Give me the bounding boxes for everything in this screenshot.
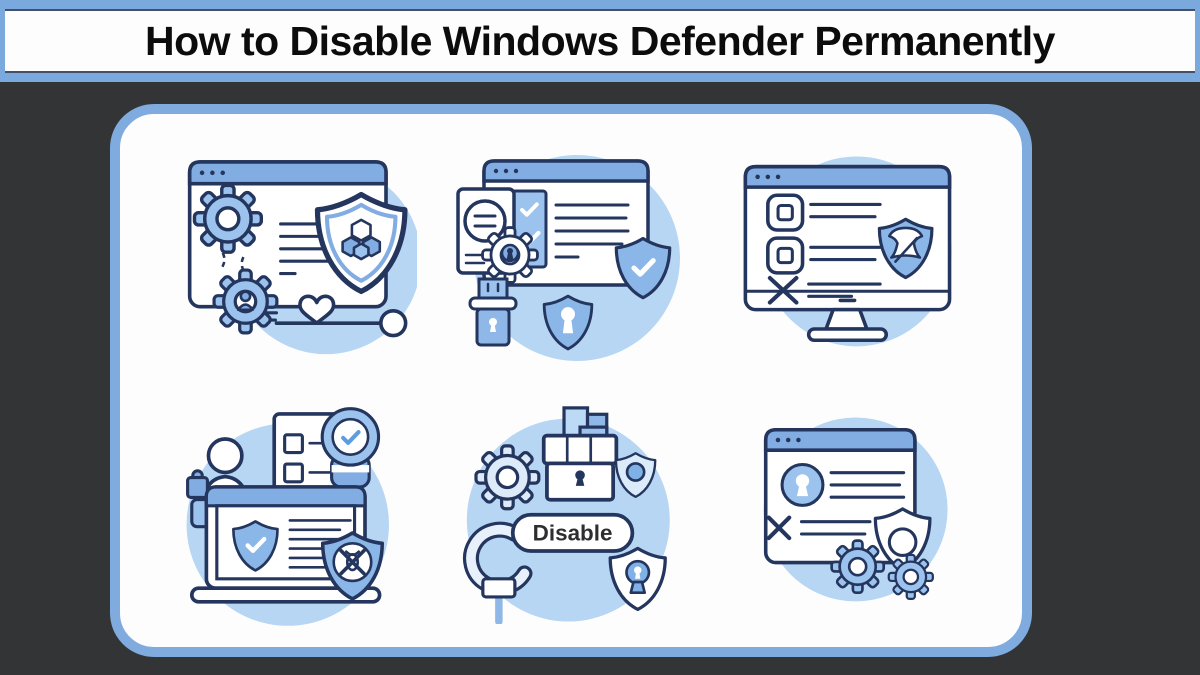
user-gear-icon — [212, 268, 279, 335]
antivirus-shield-icon — [317, 194, 404, 291]
disable-pill-button: Disable — [510, 512, 634, 553]
illustration-block-service-lock — [456, 154, 680, 361]
heart-icon — [298, 294, 336, 325]
gear-icon — [473, 444, 540, 511]
defender-shield-icon — [877, 217, 934, 280]
illustration-cell — [154, 384, 432, 640]
steam-dashes — [219, 252, 247, 275]
locked-chest-icon — [541, 406, 618, 502]
slider-knob-icon — [379, 308, 408, 338]
cross-icon — [766, 515, 791, 540]
usb-lock-icon — [468, 277, 518, 347]
checkbox-icon — [765, 236, 804, 275]
illustration-cell — [154, 128, 432, 384]
unplugged-cable-icon — [462, 521, 533, 624]
text-lines — [799, 470, 905, 536]
illustration-user-laptop — [186, 407, 389, 627]
illustration-monitor-checklist — [743, 156, 952, 347]
no-malware-shield-icon — [320, 531, 385, 601]
checkbox-icon — [765, 193, 804, 233]
illustration-cell: Disable — [432, 384, 710, 640]
gear-icon — [829, 539, 885, 594]
gear-keyhole-icon — [481, 225, 539, 284]
illustration-disable-plug: Disable — [462, 406, 670, 624]
shield-dot-icon — [873, 507, 932, 571]
gear-icon — [192, 183, 264, 254]
text-lines — [806, 203, 882, 299]
lock-circle-icon — [780, 462, 824, 507]
disable-label: Disable — [532, 520, 612, 545]
approved-badge-icon — [320, 407, 381, 489]
shield-dot-icon — [614, 451, 656, 498]
page-title: How to Disable Windows Defender Permanen… — [145, 17, 1055, 64]
text-lines — [554, 203, 630, 259]
illustration-window-lock-gears — [763, 417, 948, 602]
header-banner: How to Disable Windows Defender Permanen… — [0, 0, 1200, 82]
illustration-settings-gears-shield — [187, 159, 417, 354]
puzzle-icon — [186, 469, 209, 500]
shield-keyhole-icon — [608, 546, 667, 611]
cross-icon — [767, 276, 798, 305]
illustration-cell — [710, 128, 988, 384]
illustration-cell — [710, 384, 988, 640]
gear-icon — [887, 553, 934, 600]
illustration-card: Disable — [110, 104, 1032, 657]
illustration-cell — [432, 128, 710, 384]
